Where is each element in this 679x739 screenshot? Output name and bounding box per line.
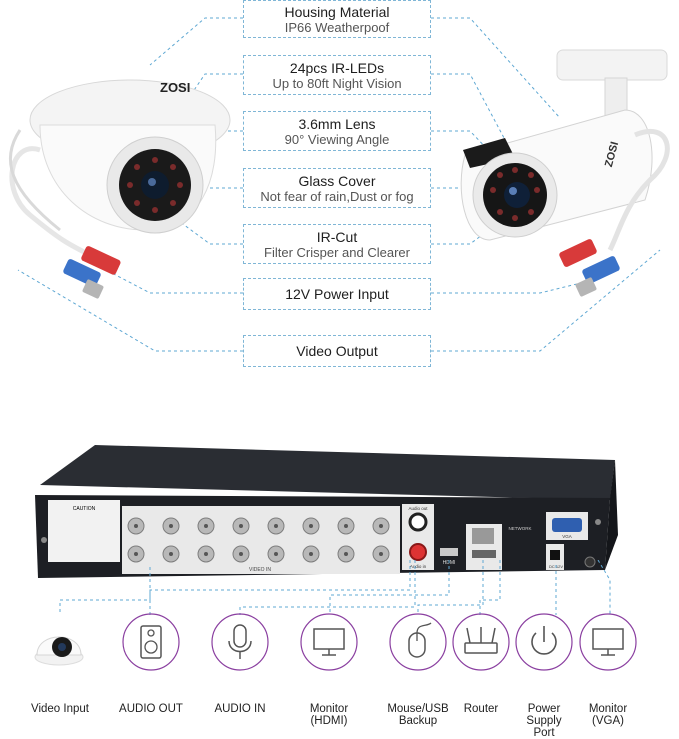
port-connector-lines bbox=[59, 560, 611, 615]
feature-subtitle: 90° Viewing Angle bbox=[284, 131, 390, 147]
port-router bbox=[450, 611, 512, 673]
router-icon bbox=[452, 613, 510, 671]
feature-lens: 3.6mm Lens 90° Viewing Angle bbox=[243, 111, 431, 151]
caution-label: CAUTION bbox=[73, 506, 96, 512]
port-power-supply bbox=[513, 611, 575, 673]
network-label: NETWORK bbox=[509, 526, 532, 531]
port-label-router: Router bbox=[463, 703, 499, 715]
dvr-rear-panel-image: CAUTION VIDEO IN Audio out Audio in HDMI… bbox=[35, 445, 618, 578]
feature-title: Housing Material bbox=[284, 3, 390, 20]
feature-video-output: Video Output bbox=[243, 335, 431, 367]
feature-title: 24pcs IR-LEDs bbox=[289, 59, 385, 76]
feature-subtitle: Up to 80ft Night Vision bbox=[272, 75, 402, 91]
feature-subtitle: Filter Crisper and Clearer bbox=[264, 244, 410, 260]
audio-in-label: Audio in bbox=[410, 564, 427, 569]
feature-subtitle: IP66 Weatherpoof bbox=[284, 19, 390, 35]
monitor-icon bbox=[300, 613, 358, 671]
monitor-icon bbox=[579, 613, 637, 671]
feature-ir-leds: 24pcs IR-LEDs Up to 80ft Night Vision bbox=[243, 55, 431, 95]
vga-label: VGA bbox=[562, 534, 572, 539]
feature-power-input: 12V Power Input bbox=[243, 278, 431, 310]
power-icon bbox=[515, 613, 573, 671]
feature-housing-material: Housing Material IP66 Weatherpoof bbox=[243, 0, 431, 38]
port-label-monitor-vga: Monitor (VGA) bbox=[588, 703, 628, 727]
audio-out-label: Audio out bbox=[408, 506, 428, 511]
bnc-connectors bbox=[127, 517, 390, 563]
feature-title: 3.6mm Lens bbox=[298, 115, 376, 132]
microphone-icon bbox=[211, 613, 269, 671]
feature-title: 12V Power Input bbox=[285, 286, 389, 302]
port-label-video-input: Video Input bbox=[31, 703, 89, 715]
bullet-camera-image: ZOSI bbox=[460, 49, 670, 297]
port-audio-out bbox=[120, 611, 182, 673]
feature-title: Glass Cover bbox=[298, 172, 376, 189]
port-mouse-usb bbox=[387, 611, 449, 673]
video-in-label: VIDEO IN bbox=[249, 567, 271, 573]
mouse-icon bbox=[389, 613, 447, 671]
port-label-audio-in: AUDIO IN bbox=[214, 703, 266, 715]
port-label-mouse-usb: Mouse/USB Backup bbox=[387, 703, 449, 727]
speaker-icon bbox=[122, 613, 180, 671]
port-audio-in bbox=[209, 611, 271, 673]
feature-glass-cover: Glass Cover Not fear of rain,Dust or fog bbox=[243, 168, 431, 208]
port-video-input bbox=[28, 611, 90, 673]
dome-camera-brand: ZOSI bbox=[160, 80, 190, 95]
feature-title: IR-Cut bbox=[316, 228, 358, 245]
camera-icon bbox=[34, 636, 84, 666]
port-monitor-hdmi bbox=[298, 611, 360, 673]
feature-subtitle: Not fear of rain,Dust or fog bbox=[260, 188, 414, 204]
port-monitor-vga bbox=[577, 611, 639, 673]
port-label-audio-out: AUDIO OUT bbox=[119, 703, 183, 715]
dome-camera-image: ZOSI bbox=[8, 79, 231, 299]
feature-title: Video Output bbox=[296, 343, 378, 359]
port-label-power-supply: Power Supply Port bbox=[526, 703, 562, 739]
port-label-monitor-hdmi: Monitor (HDMI) bbox=[309, 703, 349, 727]
feature-ir-cut: IR-Cut Filter Crisper and Clearer bbox=[243, 224, 431, 264]
